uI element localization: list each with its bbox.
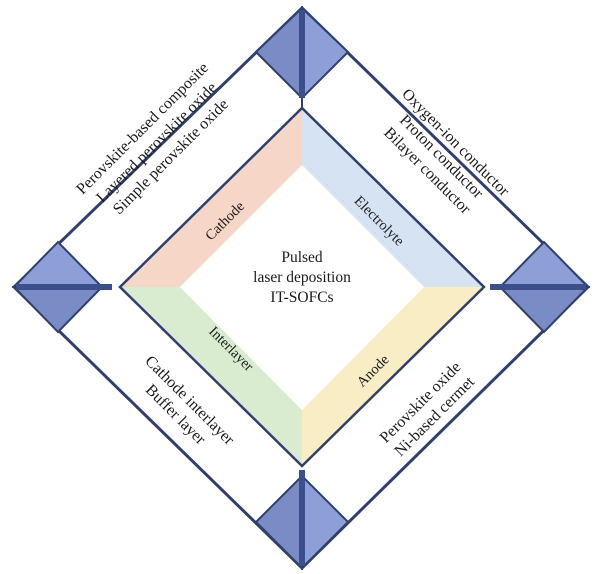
corner-left	[11, 240, 112, 334]
frame-inner-border	[118, 107, 486, 468]
inner-diamond	[180, 165, 424, 410]
center-line-1: Pulsed	[281, 249, 323, 266]
center-line-3: IT-SOFCs	[270, 289, 333, 306]
center-line-2: laser deposition	[253, 269, 351, 286]
corner-top	[254, 5, 350, 101]
corner-right	[490, 240, 591, 334]
corner-bottom	[254, 470, 350, 571]
ring-sector-cathode	[120, 108, 302, 287]
